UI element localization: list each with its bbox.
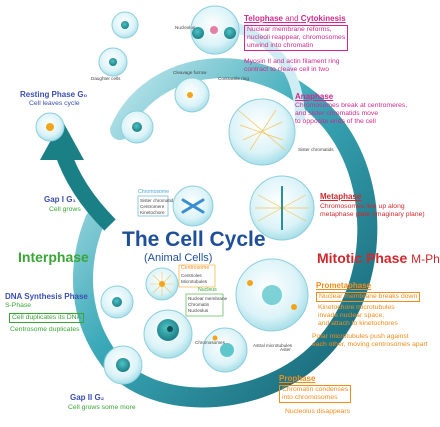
- label-cleavage-furrow: Cleavage furrow: [173, 70, 207, 75]
- telophase-heading-and: and: [282, 14, 301, 23]
- mitotic-phase-sub: M-Phase: [411, 252, 440, 266]
- cell-resting: [35, 112, 65, 142]
- metaphase-desc-line-1: Chromosomes line up along: [320, 203, 405, 210]
- prometaphase-desc-3-line-1: Polar microtubules push against: [312, 333, 409, 340]
- label-centrioles: Centrioles: [181, 273, 202, 278]
- telophase-desc-2: Myosin II and actin filament ring contra…: [244, 58, 340, 74]
- diagram-title: The Cell Cycle: [122, 228, 266, 251]
- gap1-desc: Cell grows: [49, 206, 81, 213]
- cell-synthesis: [100, 285, 134, 319]
- anaphase-desc: Chromosomes break at centromeres, and si…: [295, 102, 407, 126]
- metaphase-heading: Metaphase: [320, 192, 362, 201]
- telophase-desc-2-line-1: Myosin II and actin filament ring: [244, 58, 340, 65]
- gap1-heading: Gap I G₁: [44, 195, 76, 204]
- prometaphase-desc-3-line-2: each other, moving centrosomes apart: [312, 341, 428, 349]
- gap2-heading: Gap II G₂: [70, 393, 105, 402]
- cell-metaphase: [249, 175, 315, 241]
- nucleus-legend-box: [185, 293, 224, 317]
- label-centrosome: Centrosome: [181, 265, 210, 271]
- prophase-desc-1: Chromatin condenses into chromosomes: [279, 385, 352, 404]
- cell-gap1-top: [120, 110, 154, 144]
- centrosome-detail: [145, 267, 179, 301]
- label-centromere: Centromere: [140, 204, 165, 209]
- metaphase-desc: Chromosomes line up along metaphase plat…: [320, 203, 425, 219]
- telophase-heading-a: Telophase: [244, 14, 283, 23]
- label-microtubules: Microtubules: [181, 279, 208, 284]
- synthesis-desc-1: Cell duplicates its DNA: [9, 313, 85, 324]
- telophase-heading: Telophase and Cytokinesis: [244, 14, 346, 23]
- centrosome-legend-box: [178, 264, 216, 288]
- cell-prometaphase: [235, 258, 309, 332]
- gap2-desc: Cell grows some more: [68, 404, 136, 411]
- label-astral-microtubules: Astral microtubules: [253, 343, 293, 348]
- prophase-heading: Prophase: [279, 374, 316, 383]
- mitotic-phase-main: Mitotic Phase: [317, 250, 408, 266]
- label-chromosome: Chromosome: [138, 189, 170, 195]
- prometaphase-desc-3: Polar microtubules push against each oth…: [312, 333, 428, 349]
- mitotic-phase-label: Mitotic Phase M-Phase: [317, 250, 440, 267]
- label-daughter-cells: Daughter cells: [91, 76, 121, 81]
- resting-desc: Cell leaves cycle: [29, 100, 80, 107]
- telophase-desc-1-line-1: Nuclear membrane reforms,: [247, 26, 332, 33]
- anaphase-desc-line-1: Chromosomes break at centromeres,: [295, 102, 408, 109]
- resting-heading: Resting Phase G₀: [20, 90, 88, 99]
- prometaphase-desc-1: Nuclear membrane breaks down: [316, 292, 421, 303]
- label-aster: Aster: [280, 347, 291, 352]
- cell-gap2: [103, 345, 143, 385]
- anaphase-desc-line-2: and sister chromatids move: [295, 110, 379, 118]
- chromosome-detail: [172, 185, 214, 227]
- cell-cleavage: [174, 77, 210, 113]
- label-nuclear-membrane: Nuclear membrane: [188, 296, 228, 301]
- interphase-label: Interphase: [18, 249, 89, 265]
- label-chromosomes: Chromosomes: [195, 340, 225, 345]
- telophase-heading-b: Cytokinesis: [300, 14, 346, 23]
- prometaphase-desc-2-line-2: invade nuclear space,: [318, 312, 385, 320]
- cell-center: [143, 309, 193, 359]
- chromosome-legend-box: [137, 195, 169, 217]
- label-kinetochore: Kinetochore: [140, 210, 165, 215]
- label-contractile-ring: Contractile ring: [218, 76, 249, 81]
- cycle-ring: [73, 58, 378, 408]
- cell-anaphase: [228, 98, 296, 166]
- prometaphase-heading: Prometaphase: [316, 281, 372, 290]
- prophase-desc-1-line-1: Chromatin condenses: [282, 386, 349, 393]
- telophase-desc-1-line-2: nucleoli reappear, chromosomes: [247, 34, 346, 42]
- anaphase-heading: Anaphase: [295, 92, 334, 101]
- diagram-subtitle: (Animal Cells): [144, 252, 213, 264]
- label-sister-chromatid: Sister chromatid: [140, 198, 174, 203]
- prometaphase-desc-2: Kinetochore microtubules invade nuclear …: [318, 304, 398, 328]
- metaphase-desc-line-2: metaphase plate (imaginary plane): [320, 211, 425, 219]
- synthesis-sub: S-Phase: [5, 302, 32, 309]
- resting-arrow-head: [40, 120, 84, 160]
- cell-telophase: [190, 5, 240, 55]
- anaphase-desc-line-3: to opposite ends of the cell: [295, 118, 376, 126]
- cell-daughter-2: [98, 47, 128, 77]
- synthesis-heading: DNA Synthesis Phase: [5, 292, 88, 301]
- prometaphase-desc-2-line-3: and attach to kinetochores: [318, 320, 398, 328]
- prophase-desc-2: Nucleolus disappears: [285, 408, 350, 415]
- telophase-desc-1-line-3: unwind into chromatin: [247, 42, 314, 50]
- label-chromatin: Chromatin: [188, 302, 210, 307]
- label-nucleolus-top: Nucleolus: [175, 25, 196, 30]
- telophase-desc-1: Nuclear membrane reforms, nucleoli reapp…: [244, 25, 349, 52]
- prometaphase-desc-2-line-1: Kinetochore microtubules: [318, 304, 395, 311]
- prophase-desc-1-line-2: into chromosomes: [282, 394, 338, 402]
- cell-prophase: [202, 327, 248, 373]
- telophase-desc-2-line-2: contract to cleave cell in two: [244, 66, 330, 74]
- synthesis-desc-2: Centrosome duplicates: [10, 326, 80, 333]
- label-nucleolus: Nucleolus: [188, 308, 209, 313]
- cell-daughter-top: [111, 11, 139, 39]
- label-nucleus: Nucleus: [198, 287, 217, 293]
- label-sister-chromatids: Sister chromatids: [298, 147, 334, 152]
